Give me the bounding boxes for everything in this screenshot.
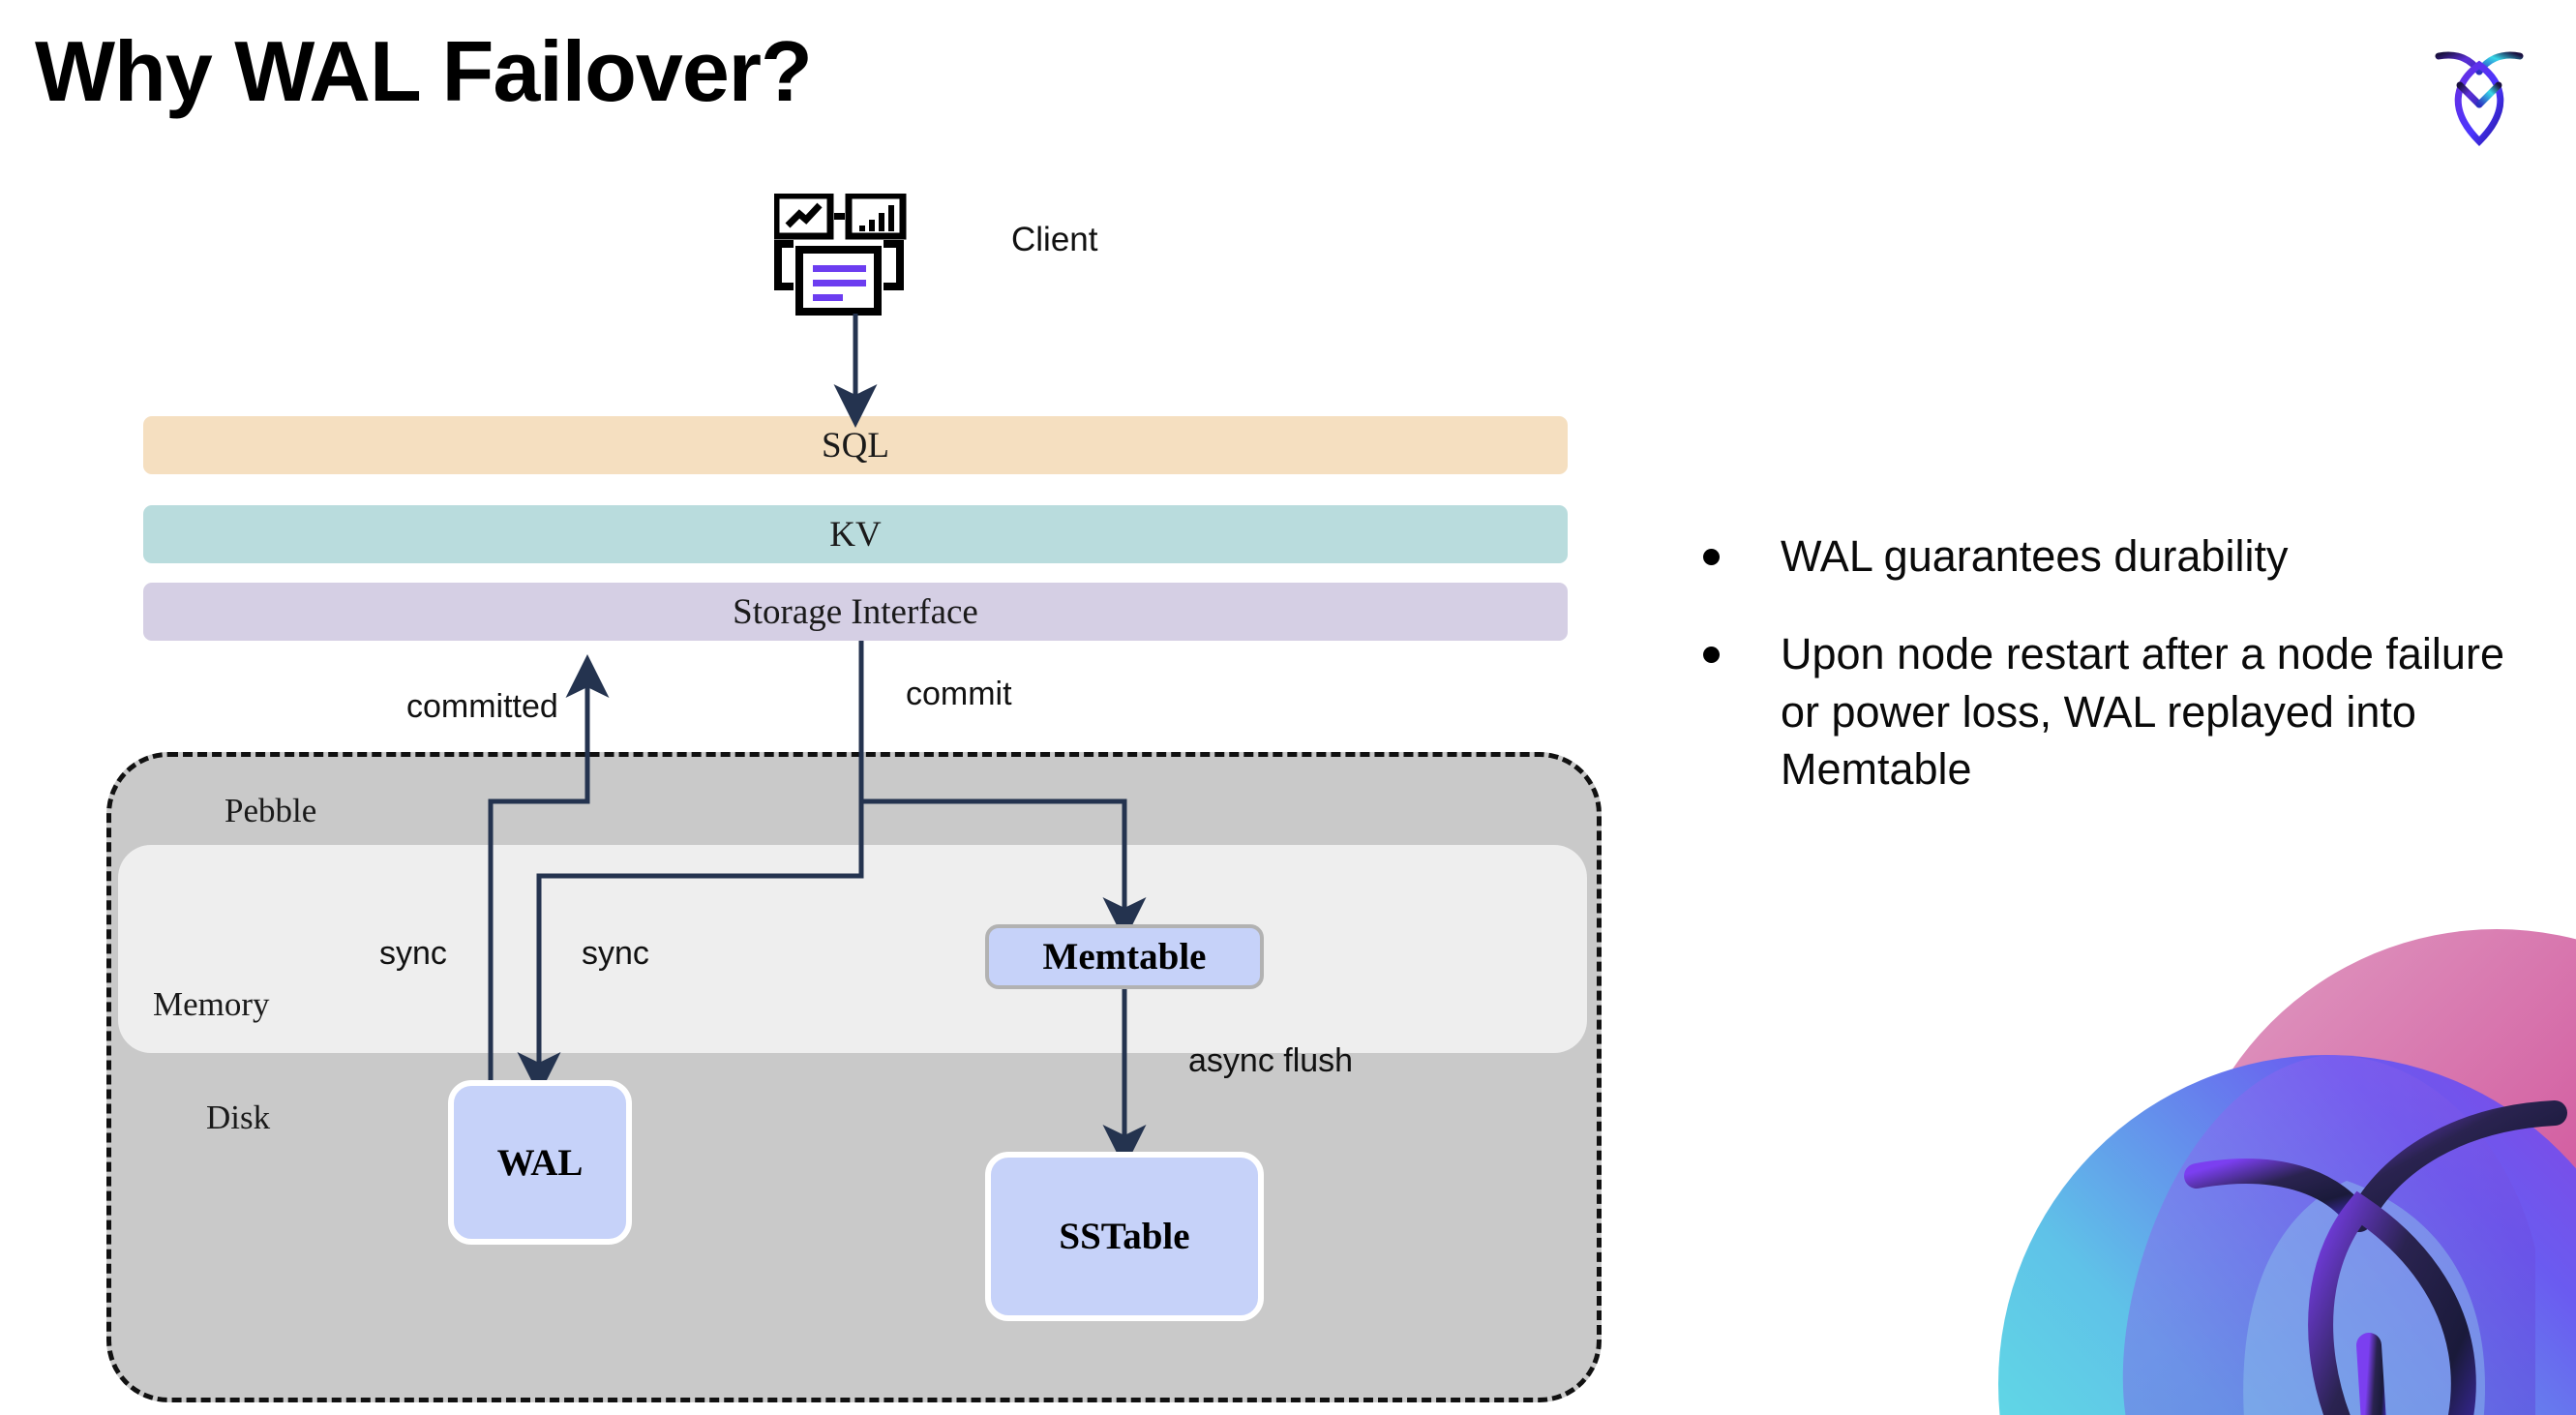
bullet-list: WAL guarantees durability Upon node rest… <box>1703 527 2516 839</box>
bullet-text: Upon node restart after a node failure o… <box>1781 629 2504 795</box>
list-item: Upon node restart after a node failure o… <box>1703 625 2516 798</box>
edge-label-sync-right: sync <box>582 935 649 972</box>
bullet-text: WAL guarantees durability <box>1781 531 2289 581</box>
cockroachdb-logo-icon <box>2421 33 2537 149</box>
layer-bar-storage-interface[interactable]: Storage Interface <box>143 583 1568 641</box>
edge-label-commit: commit <box>906 676 1012 712</box>
component-memtable[interactable]: Memtable <box>985 924 1264 989</box>
region-label-disk: Disk <box>206 1099 271 1136</box>
component-label-sstable: SSTable <box>1059 1216 1190 1257</box>
component-label-memtable: Memtable <box>1042 936 1207 978</box>
page-title: Why WAL Failover? <box>35 23 813 119</box>
layer-bar-kv[interactable]: KV <box>143 505 1568 563</box>
client-label: Client <box>1011 221 1098 258</box>
edge-label-committed: committed <box>406 688 558 725</box>
layer-label-sql: SQL <box>822 425 889 466</box>
edge-label-async-flush: async flush <box>1188 1042 1354 1079</box>
bullet-dot-icon <box>1703 549 1720 565</box>
layer-label-storage-interface: Storage Interface <box>733 591 978 632</box>
layer-label-kv: KV <box>829 514 882 555</box>
region-label-memory: Memory <box>153 985 270 1023</box>
component-wal[interactable]: WAL <box>448 1080 632 1245</box>
layer-bar-sql[interactable]: SQL <box>143 416 1568 474</box>
region-label-pebble: Pebble <box>225 792 317 829</box>
edge-label-sync-left: sync <box>379 935 447 972</box>
component-sstable[interactable]: SSTable <box>985 1152 1264 1321</box>
bullet-dot-icon <box>1703 647 1720 664</box>
client-devices-icon <box>772 192 929 319</box>
component-label-wal: WAL <box>496 1141 584 1184</box>
memory-region <box>118 845 1587 1053</box>
list-item: WAL guarantees durability <box>1703 527 2516 585</box>
